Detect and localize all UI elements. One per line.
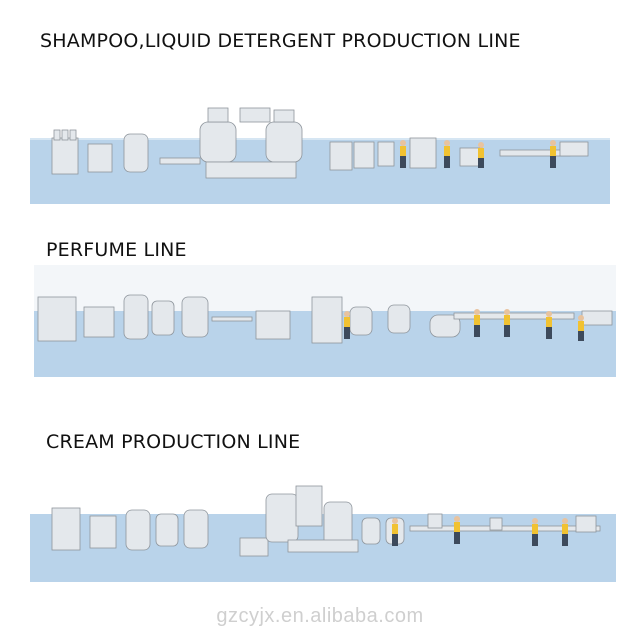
perfume-line-title: PERFUME LINE	[46, 239, 187, 261]
watermark: gzcyjx.en.alibaba.com	[0, 605, 640, 628]
cream-line-title: CREAM PRODUCTION LINE	[46, 431, 300, 453]
perfume-line-illustration	[34, 265, 616, 377]
perfume-line-svg	[34, 265, 616, 377]
cream-line-svg	[30, 480, 616, 582]
cream-line-illustration	[30, 480, 616, 582]
shampoo-line-svg	[30, 100, 610, 204]
shampoo-line-illustration	[30, 100, 610, 204]
shampoo-line-title: SHAMPOO,LIQUID DETERGENT PRODUCTION LINE	[40, 30, 521, 52]
